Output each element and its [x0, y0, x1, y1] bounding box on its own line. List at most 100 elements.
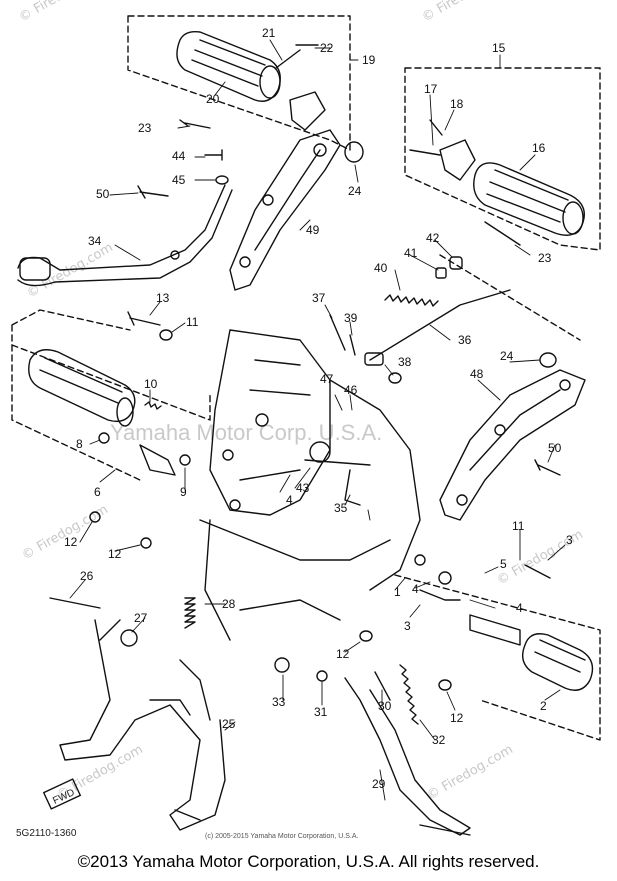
- part-label-30: 30: [378, 699, 392, 713]
- rod-36: [369, 289, 511, 361]
- part-label-22: 22: [320, 41, 334, 55]
- part-label-4-mid: 4: [412, 582, 419, 596]
- part-label-46: 46: [344, 383, 358, 397]
- lever-35: [344, 469, 361, 506]
- part-label-21: 21: [262, 26, 276, 40]
- part-label-11-right: 11: [512, 519, 525, 533]
- spring-32: [399, 664, 419, 725]
- part-label-12-d: 12: [450, 711, 464, 725]
- bolt-30: [374, 671, 391, 701]
- part-label-5: 5: [500, 557, 507, 571]
- bolt-23-right: [484, 221, 521, 246]
- group-box-15: [404, 67, 601, 251]
- washer-12-mid: [359, 630, 373, 642]
- part-label-34: 34: [88, 234, 102, 248]
- watermarks: © Firedog.com © Firedog.com © Firedog.co…: [17, 0, 586, 803]
- bolt-3-right: [524, 564, 551, 579]
- collar-27: [120, 629, 138, 647]
- washer-45: [215, 175, 229, 185]
- copyright-footer: ©2013 Yamaha Motor Corporation, U.S.A. A…: [77, 852, 540, 871]
- part-label-50-top: 50: [96, 187, 110, 201]
- side-stand-29: [344, 677, 471, 836]
- part-label-43: 43: [296, 481, 310, 495]
- bracket-48: [439, 369, 586, 521]
- watermark-lower-left: © Firedog.com: [20, 502, 111, 563]
- part-label-37: 37: [312, 291, 326, 305]
- parts-diagram: © Firedog.com © Firedog.com © Firedog.co…: [11, 0, 601, 840]
- brake-pedal-34: [17, 184, 233, 287]
- watermark-center: Yamaha Motor Corp. U.S.A.: [110, 420, 382, 445]
- bolt-44: [204, 149, 223, 161]
- collar-33: [274, 657, 290, 673]
- footrest-2: [414, 554, 594, 691]
- small-copyright: (c) 2005-2015 Yamaha Motor Corporation, …: [205, 833, 358, 840]
- part-label-31: 31: [314, 705, 328, 719]
- clevis: [364, 352, 384, 366]
- part-label-20: 20: [206, 92, 220, 106]
- part-label-27: 27: [134, 611, 148, 625]
- part-label-10: 10: [144, 377, 158, 391]
- group-box-left-lower: [11, 344, 141, 481]
- part-42: [449, 256, 463, 270]
- part-label-44: 44: [172, 149, 186, 163]
- diagram-code: 5G2110-1360: [16, 828, 77, 839]
- part-label-32: 32: [432, 733, 446, 747]
- watermark-mid-left: © Firedog.com: [25, 240, 116, 301]
- part-label-28: 28: [222, 597, 236, 611]
- part-label-24-right: 24: [500, 349, 514, 363]
- part-label-9: 9: [180, 485, 187, 499]
- leader-lines: [69, 39, 566, 801]
- footrest-16: [409, 119, 585, 236]
- washer-12-left2: [140, 537, 152, 549]
- part-label-47: 47: [320, 372, 334, 386]
- part-label-45: 45: [172, 173, 186, 187]
- watermark-top-left: © Firedog.com: [17, 0, 108, 25]
- part-label-33: 33: [272, 695, 286, 709]
- part-label-6: 6: [94, 485, 101, 499]
- footrest-left: [28, 349, 176, 476]
- part-label-1: 1: [394, 585, 401, 599]
- part-label-36: 36: [458, 333, 472, 347]
- washer-12-left: [89, 511, 101, 523]
- part-label-16: 16: [532, 141, 546, 155]
- part-label-4-center: 4: [286, 493, 293, 507]
- part-label-3-mid: 3: [404, 619, 411, 633]
- frame: [199, 329, 421, 641]
- bolt-50-top: [137, 185, 169, 199]
- spring-43: [309, 441, 331, 463]
- part-label-15: 15: [492, 41, 506, 55]
- center-stand-25: [59, 619, 226, 831]
- group-box-right-lower: [394, 574, 601, 741]
- spring-28: [184, 597, 196, 629]
- part-label-12-a: 12: [64, 535, 78, 549]
- spring-40: [384, 294, 439, 307]
- part-label-2: 2: [540, 699, 547, 713]
- part-label-11-left: 11: [186, 315, 199, 329]
- part-9: [179, 454, 191, 466]
- washer-11-left: [159, 329, 173, 341]
- watermark-bottom-right: © Firedog.com: [425, 742, 516, 803]
- part-label-12-b: 12: [108, 547, 122, 561]
- part-label-12-c: 12: [336, 647, 350, 661]
- pin-39: [349, 334, 356, 356]
- pin-26: [49, 597, 101, 609]
- part-label-19: 19: [362, 53, 376, 67]
- nut-24-right: [539, 352, 557, 368]
- part-label-35: 35: [334, 501, 348, 515]
- part-label-18: 18: [450, 97, 464, 111]
- washer-38: [388, 372, 402, 384]
- part-label-13: 13: [156, 291, 170, 305]
- part-label-39: 39: [344, 311, 358, 325]
- washer-12-right: [438, 679, 452, 691]
- part-label-29: 29: [372, 777, 386, 791]
- part-41: [435, 267, 447, 279]
- group-box-19: [127, 15, 351, 151]
- group-box-left: [11, 309, 211, 421]
- part-label-38: 38: [398, 355, 412, 369]
- part-label-17: 17: [424, 82, 438, 96]
- part-label-24-top: 24: [348, 184, 362, 198]
- part-label-41: 41: [404, 246, 418, 260]
- footrest-20: [176, 30, 326, 131]
- part-label-4-right: 4: [516, 601, 523, 615]
- pin-37: [329, 314, 346, 351]
